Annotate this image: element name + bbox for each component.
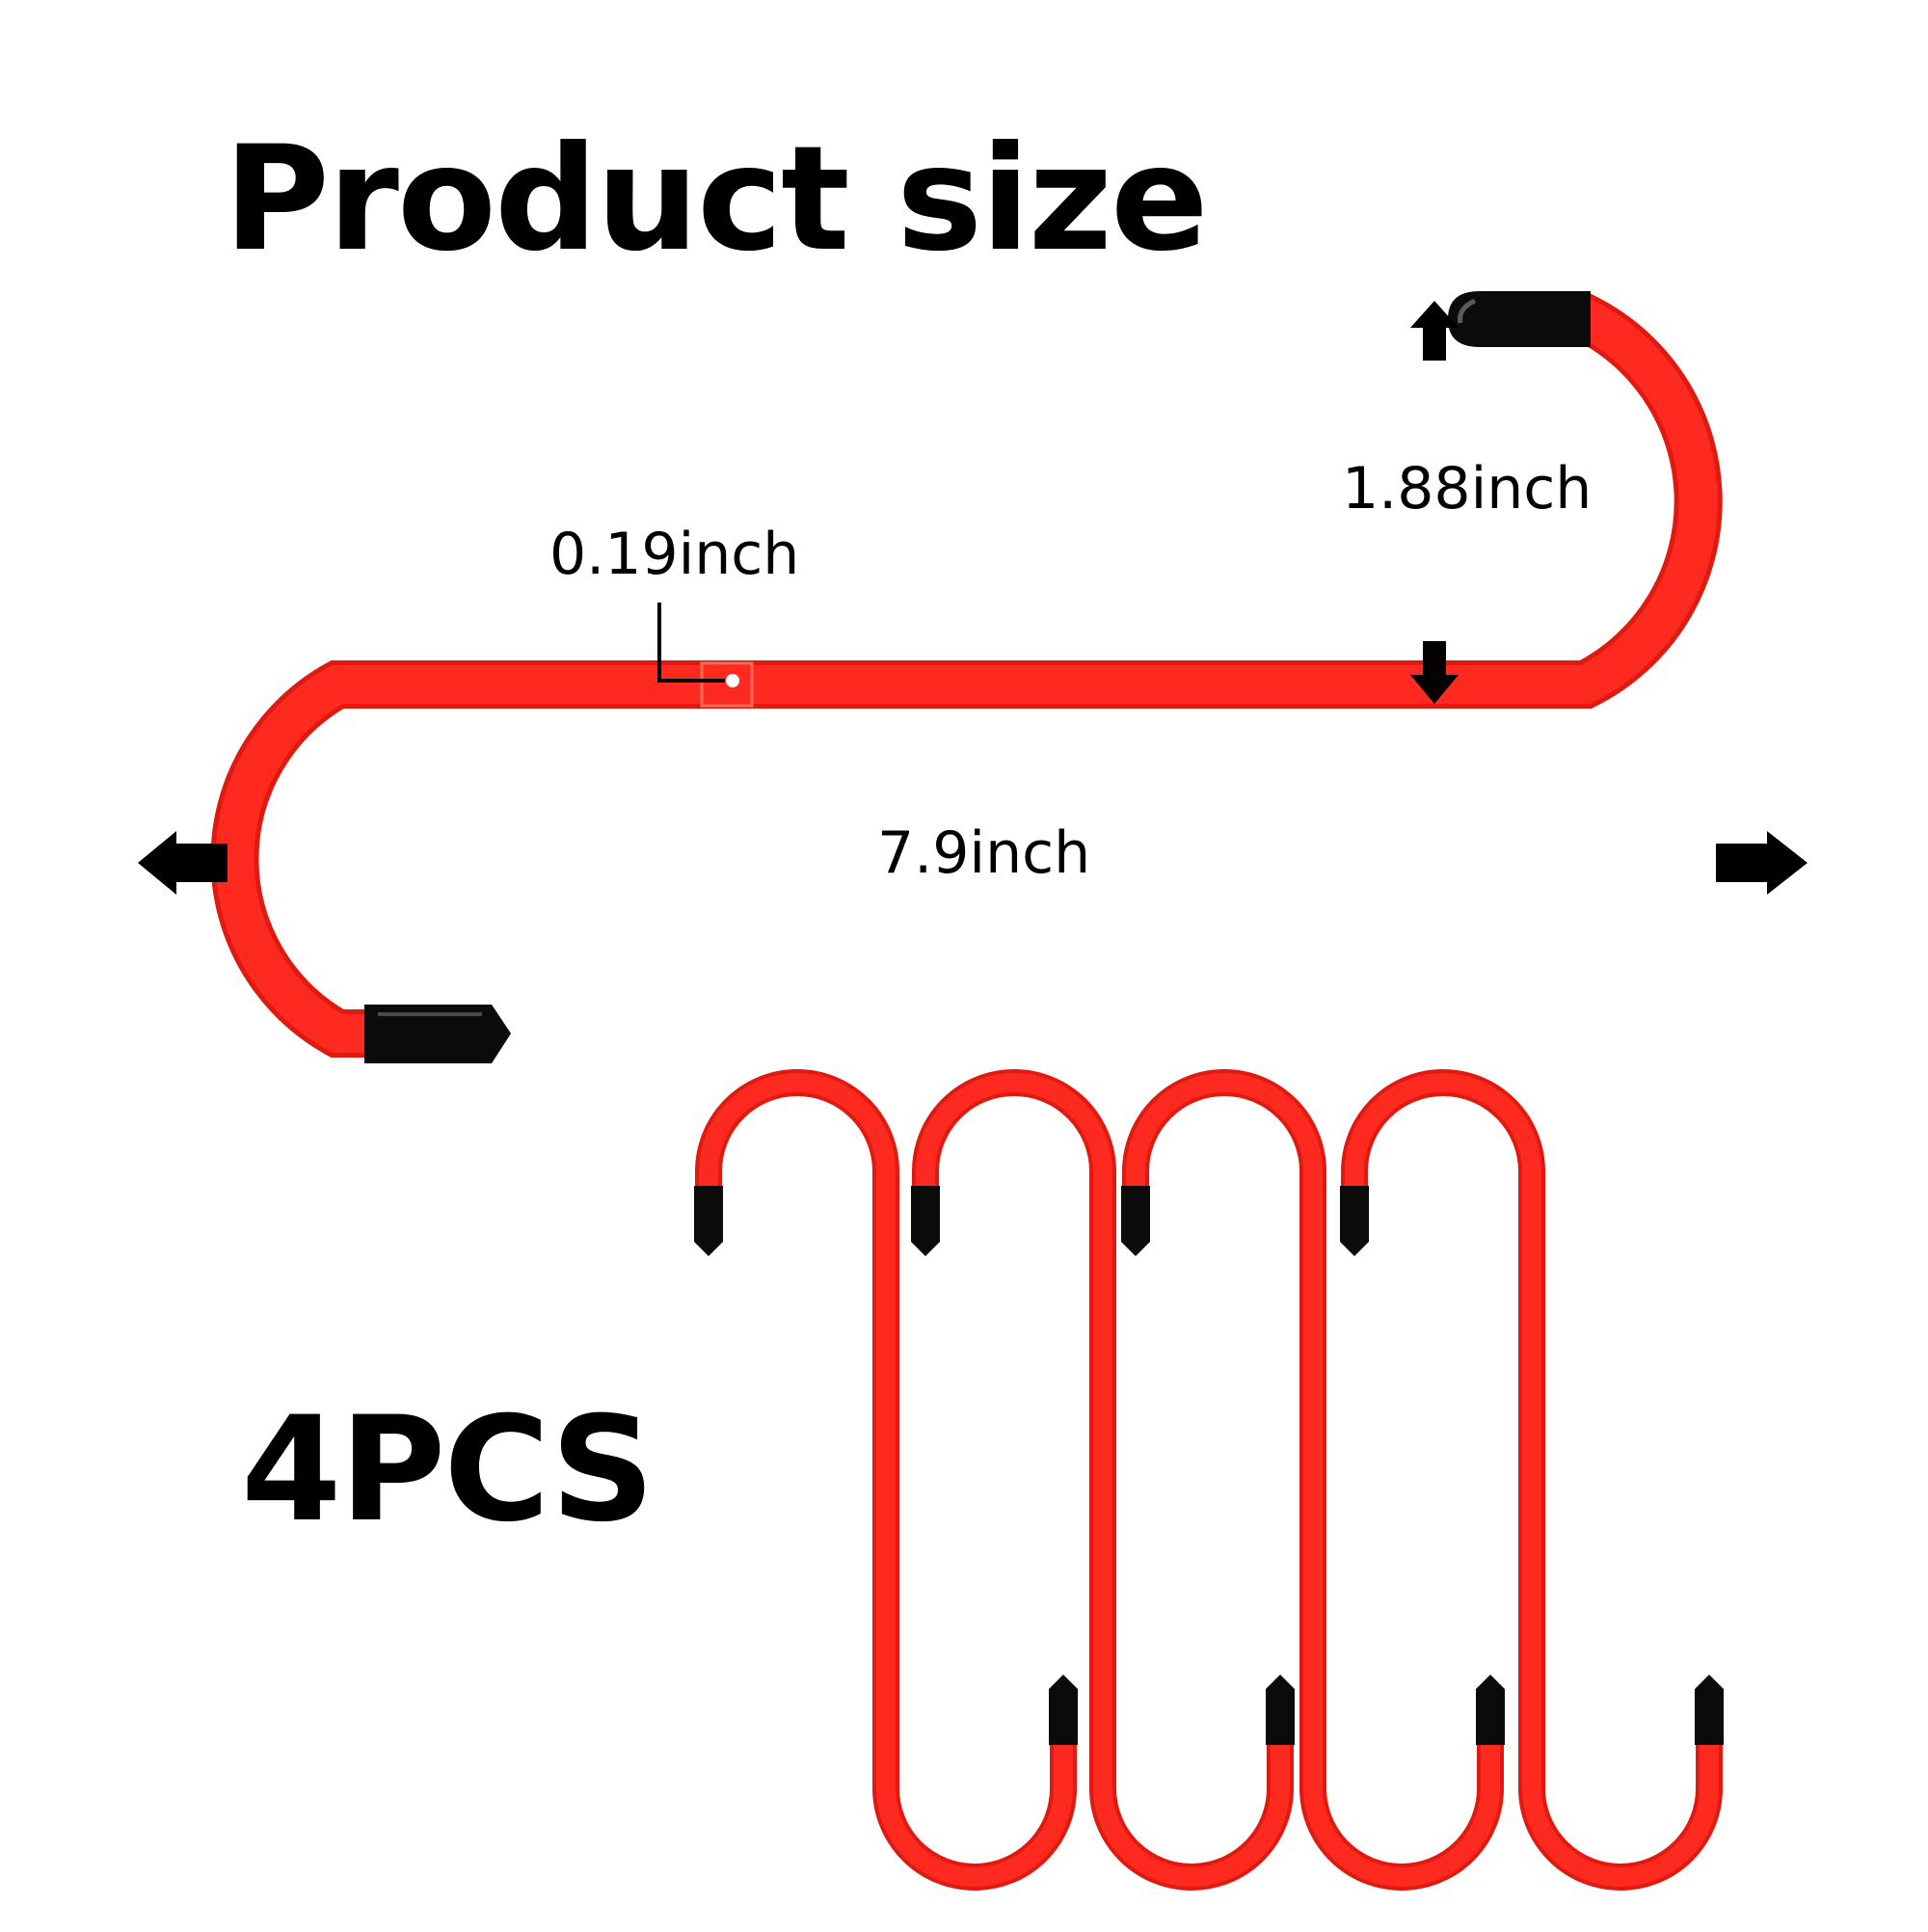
hook-wire: [215, 299, 1718, 1053]
small-hooks-group: [694, 1083, 1724, 1877]
quantity-label: 4PCS: [241, 1386, 655, 1554]
hook-tip-top: [1448, 291, 1591, 347]
height-dimension-label: 1.88inch: [1342, 455, 1593, 523]
width-dimension-label: 7.9inch: [877, 819, 1091, 887]
diameter-point: [726, 674, 739, 687]
diameter-dimension-label: 0.19inch: [549, 521, 800, 588]
arrow-right-icon: [1716, 831, 1808, 895]
arrow-up-icon: [1410, 301, 1459, 361]
small-s-hook: [1340, 1083, 1724, 1877]
hook-tip-bottom: [364, 1005, 511, 1063]
dimension-arrows: [138, 301, 1808, 895]
small-s-hook: [1121, 1083, 1505, 1877]
arrow-down-icon: [1410, 641, 1459, 704]
small-s-hook: [694, 1083, 1078, 1877]
tip-highlight: [1458, 298, 1477, 324]
small-s-hook: [911, 1083, 1295, 1877]
page-title: Product size: [224, 116, 1209, 283]
arrow-left-icon: [138, 831, 228, 895]
diameter-leader-line: [657, 603, 725, 683]
large-s-hook: [210, 291, 1723, 1063]
diameter-marker: [700, 661, 754, 708]
